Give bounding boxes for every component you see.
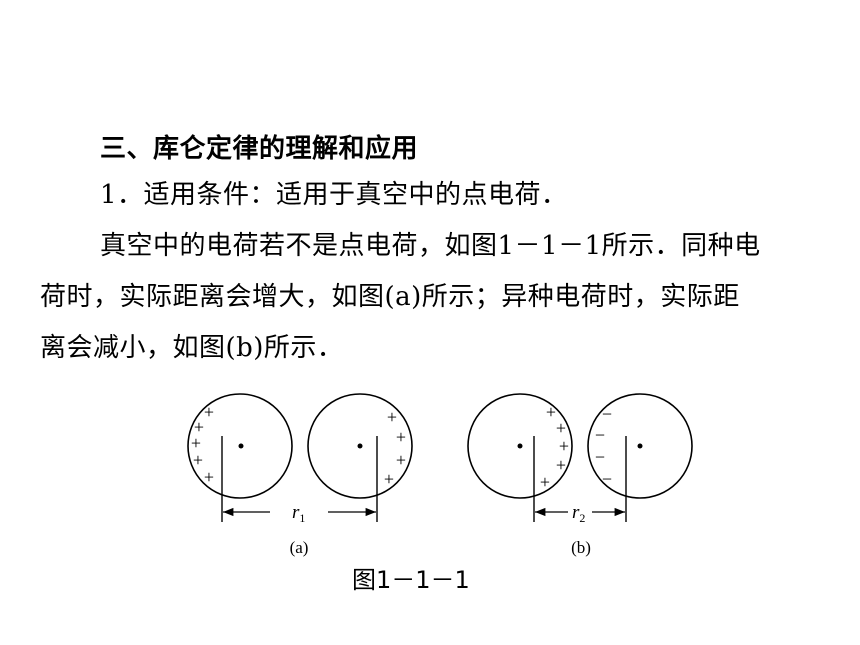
label-r2: r2: [572, 502, 585, 525]
center-dot: [517, 443, 523, 449]
plus-charge: +: [396, 427, 406, 447]
plus-charge: +: [559, 436, 569, 456]
center-dot: [357, 443, 363, 449]
section-heading: 三、库仑定律的理解和应用: [100, 134, 419, 164]
plus-charge: +: [191, 433, 201, 453]
plus-charge: +: [204, 402, 214, 422]
plus-charge: +: [546, 402, 556, 422]
minus-charge: −: [595, 447, 605, 467]
panel-b: + + + + + − − − − r2 (b): [467, 393, 693, 557]
panel-a-label: (a): [290, 538, 309, 557]
plus-charge: +: [204, 467, 214, 487]
minus-charge: −: [595, 425, 605, 445]
plus-charge: +: [396, 450, 406, 470]
paragraph-line-2: 荷时，实际距离会增大，如图(a)所示；异种电荷时，实际距: [40, 282, 740, 312]
sphere-b-right: [587, 393, 693, 499]
figure-caption: 图1－1－1: [352, 566, 470, 594]
sphere-a-left: [187, 393, 293, 499]
plus-charge: +: [194, 417, 204, 437]
plus-charge: +: [384, 469, 394, 489]
center-dot: [637, 443, 643, 449]
minus-charge: −: [602, 469, 612, 489]
minus-charge: −: [602, 404, 612, 424]
list-item-applicable-conditions: 1．适用条件：适用于真空中的点电荷．: [100, 180, 568, 210]
panel-b-label: (b): [571, 538, 591, 557]
paragraph-line-3: 离会减小，如图(b)所示．: [40, 333, 344, 363]
panel-a: + + + + + + + + + r1 (a): [187, 393, 413, 557]
plus-charge: +: [556, 455, 566, 475]
center-dot: [238, 443, 244, 449]
label-r1: r1: [292, 502, 305, 525]
paragraph-line-1: 真空中的电荷若不是点电荷，如图1－1－1所示．同种电: [100, 231, 761, 261]
sphere-b-left: [467, 393, 573, 499]
plus-charge: +: [387, 407, 397, 427]
plus-charge: +: [540, 472, 550, 492]
plus-charge: +: [193, 450, 203, 470]
sphere-a-right: [307, 393, 413, 499]
plus-charge: +: [556, 418, 566, 438]
